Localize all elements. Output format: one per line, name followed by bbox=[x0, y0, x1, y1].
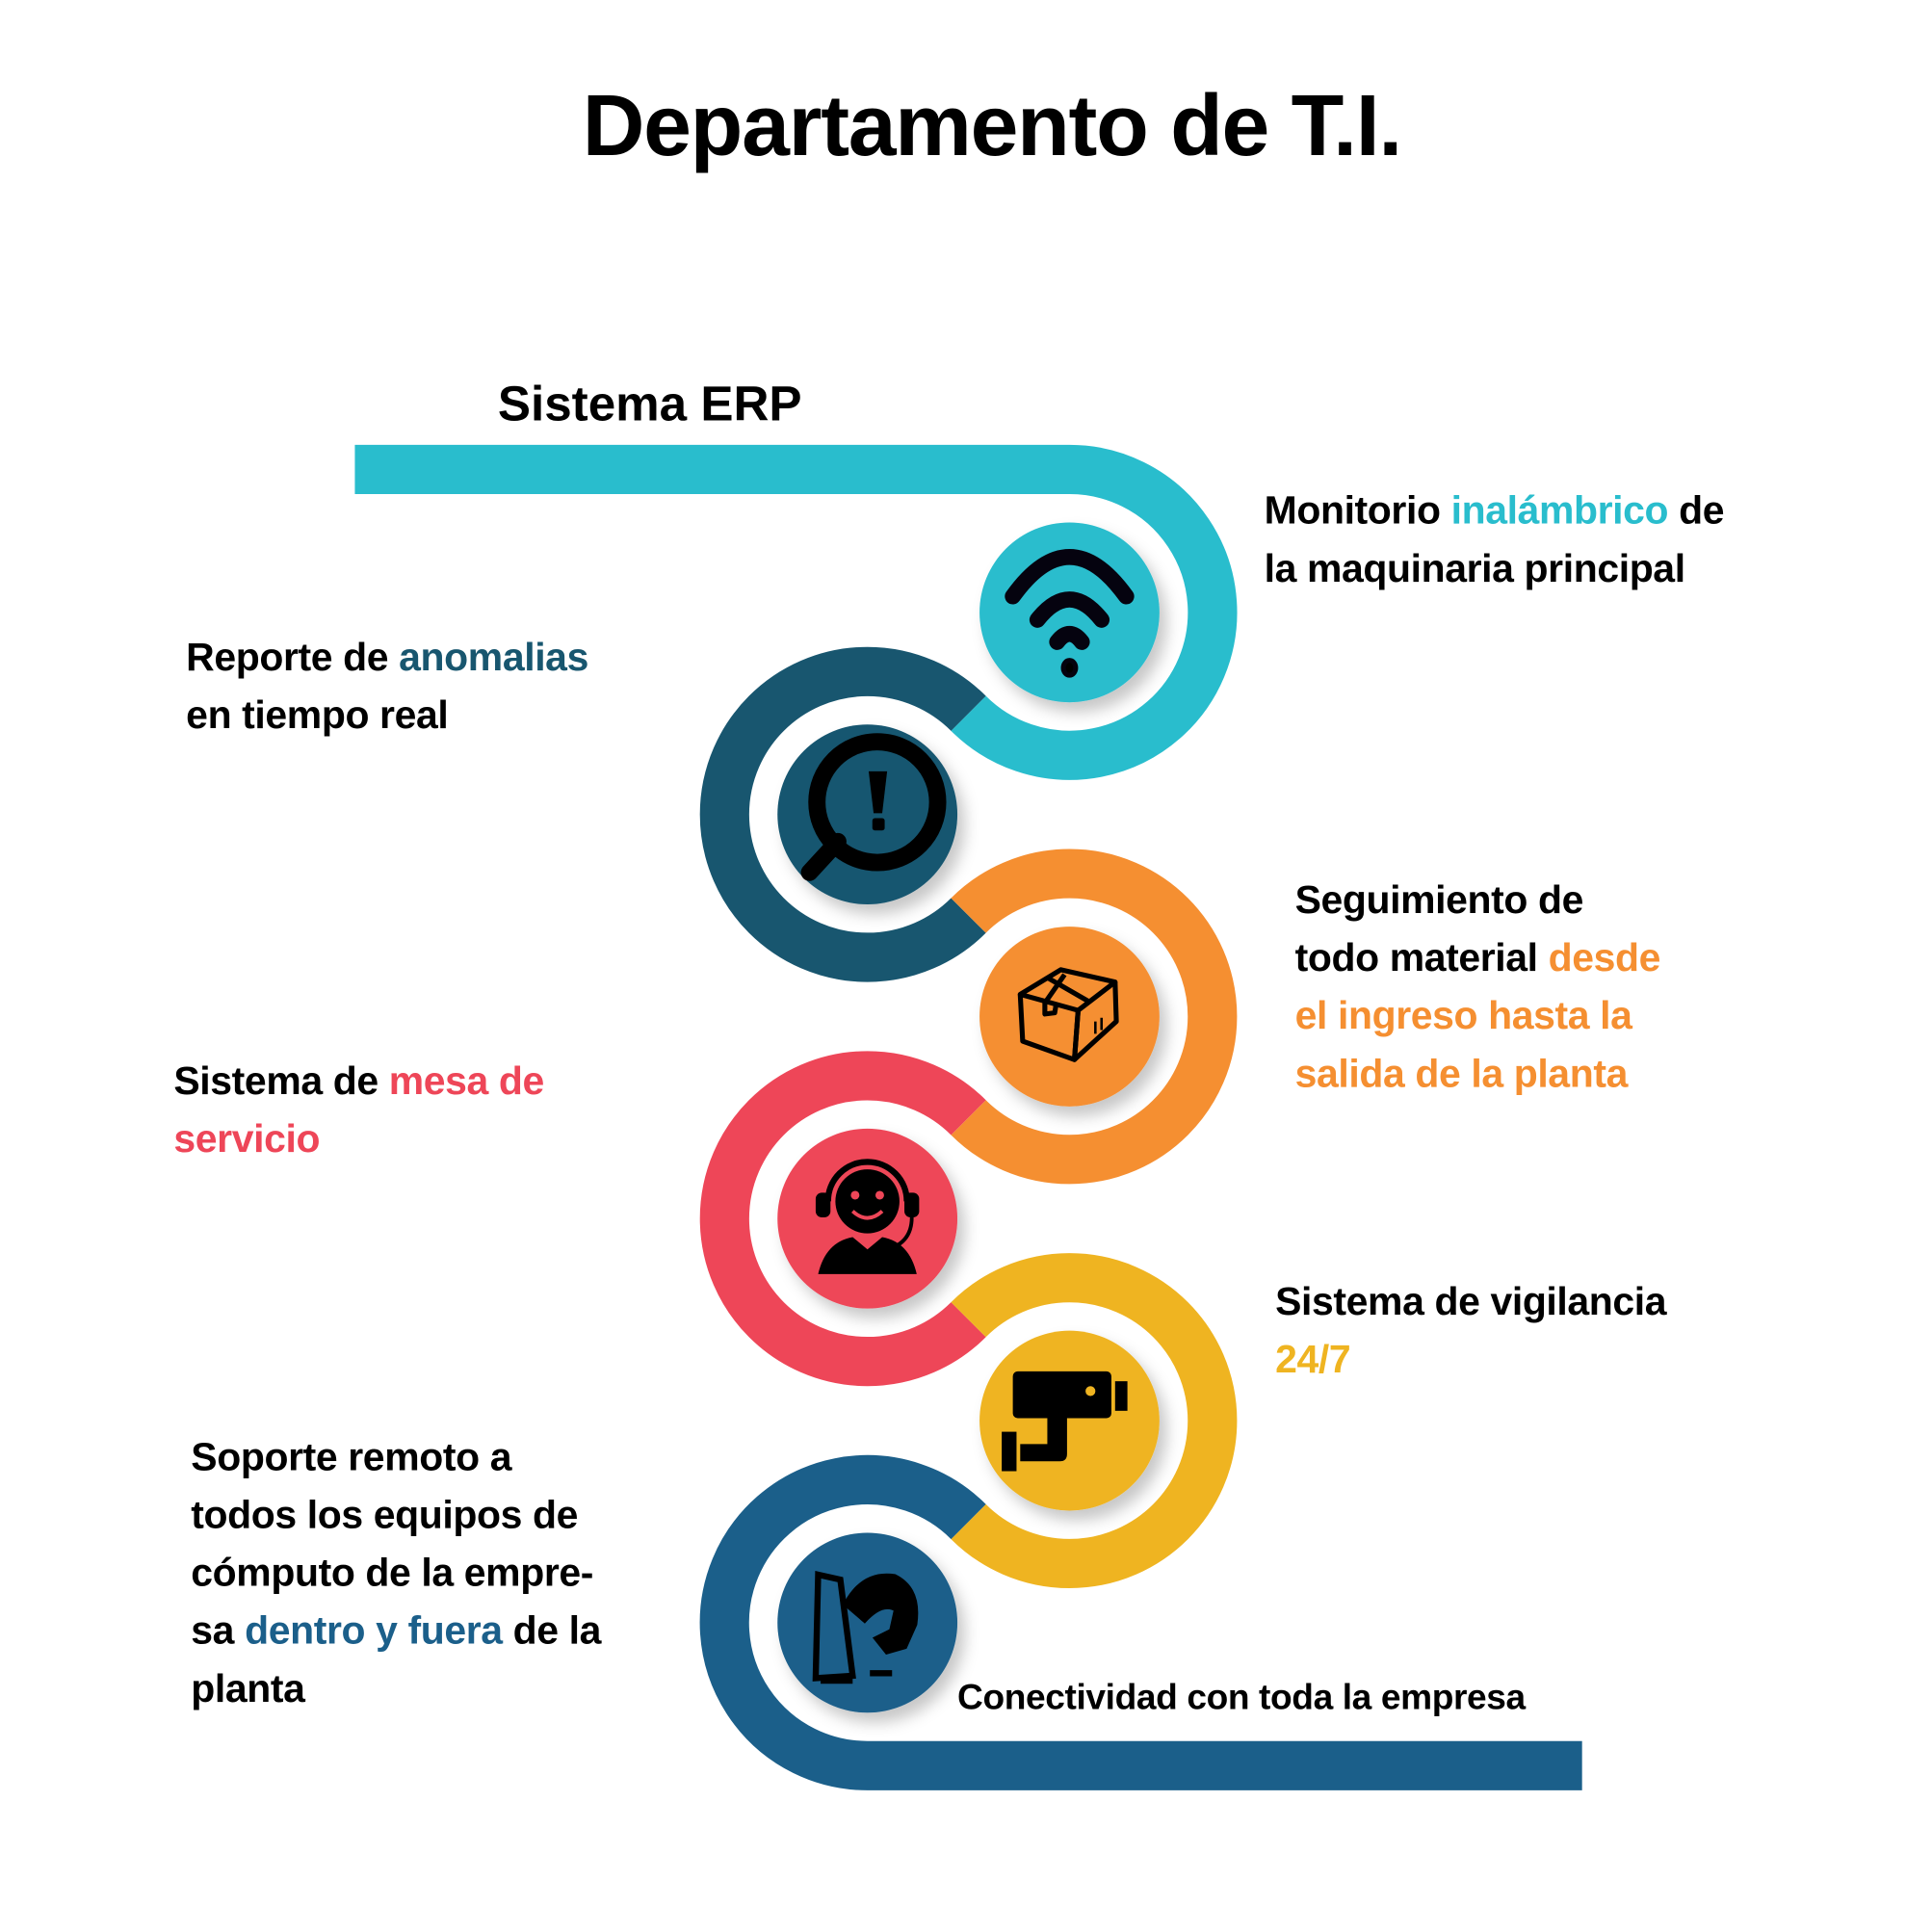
text-segment: Monitorio bbox=[1264, 487, 1451, 533]
support-agent-headset-icon bbox=[815, 1159, 920, 1274]
text-segment: de la bbox=[502, 1607, 602, 1653]
step-2-text: Reporte de anomalias en tiempo real bbox=[186, 628, 588, 744]
step-5-circle bbox=[979, 1330, 1160, 1511]
package-box-icon bbox=[1017, 967, 1119, 1062]
blue-path-segment bbox=[699, 1454, 1582, 1790]
text-segment: sa bbox=[191, 1607, 246, 1653]
text-segment: la maquinaria principal bbox=[1264, 545, 1685, 590]
highlight-segment: dentro y fuera bbox=[245, 1607, 503, 1653]
text-segment: todos los equipos de bbox=[191, 1492, 579, 1537]
step-3-circle bbox=[979, 927, 1160, 1107]
text-segment: Sistema de vigilancia bbox=[1275, 1278, 1667, 1324]
orange-path-segment bbox=[951, 849, 1238, 1185]
highlight-segment: 24/7 bbox=[1275, 1337, 1351, 1382]
remote-support-icon bbox=[812, 1571, 919, 1684]
text-segment: en tiempo real bbox=[186, 692, 449, 738]
highlight-segment: desde bbox=[1548, 935, 1661, 980]
end-label: Conectividad con toda la empresa bbox=[957, 1678, 1526, 1718]
text-segment: Reporte de bbox=[186, 634, 400, 679]
text-segment: de bbox=[1668, 487, 1725, 533]
start-label: Sistema ERP bbox=[497, 377, 802, 431]
step-4-text: Sistema de mesa de servicio bbox=[173, 1053, 544, 1168]
security-camera-icon bbox=[1002, 1371, 1128, 1472]
text-segment: Sistema de bbox=[173, 1057, 389, 1104]
page-title: Departamento de T.I. bbox=[582, 77, 1403, 174]
yellow-path-segment bbox=[951, 1253, 1238, 1588]
highlight-segment: anomalias bbox=[399, 634, 588, 679]
text-segment: planta bbox=[191, 1665, 305, 1710]
step-3-text: Seguimiento de todo material desde el in… bbox=[1294, 871, 1661, 1103]
highlight-segment: servicio bbox=[173, 1116, 321, 1162]
highlight-segment: mesa de bbox=[388, 1057, 545, 1104]
teal-path-segment bbox=[354, 444, 1238, 780]
step-1-text: Monitorio inalámbrico de la maquinaria p… bbox=[1265, 482, 1725, 597]
step-5-text: Sistema de vigilancia 24/7 bbox=[1275, 1273, 1666, 1389]
text-segment: Soporte remoto a bbox=[191, 1434, 512, 1479]
highlight-segment: el ingreso hasta la bbox=[1294, 993, 1632, 1038]
dark-blue-path-segment bbox=[699, 646, 986, 982]
wifi-icon bbox=[1005, 548, 1135, 678]
step-6-text: Soporte remoto a todos los equipos de có… bbox=[191, 1428, 601, 1718]
text-segment: todo material bbox=[1294, 935, 1549, 980]
step-6-circle bbox=[777, 1532, 958, 1713]
highlight-segment: inalámbrico bbox=[1450, 487, 1669, 533]
red-path-segment bbox=[699, 1051, 986, 1387]
magnifier-alert-icon bbox=[800, 733, 947, 881]
text-segment: cómputo de la empre- bbox=[191, 1550, 594, 1595]
highlight-segment: salida de la planta bbox=[1294, 1051, 1629, 1096]
step-1-circle bbox=[979, 522, 1160, 703]
text-segment: Seguimiento de bbox=[1294, 876, 1584, 922]
